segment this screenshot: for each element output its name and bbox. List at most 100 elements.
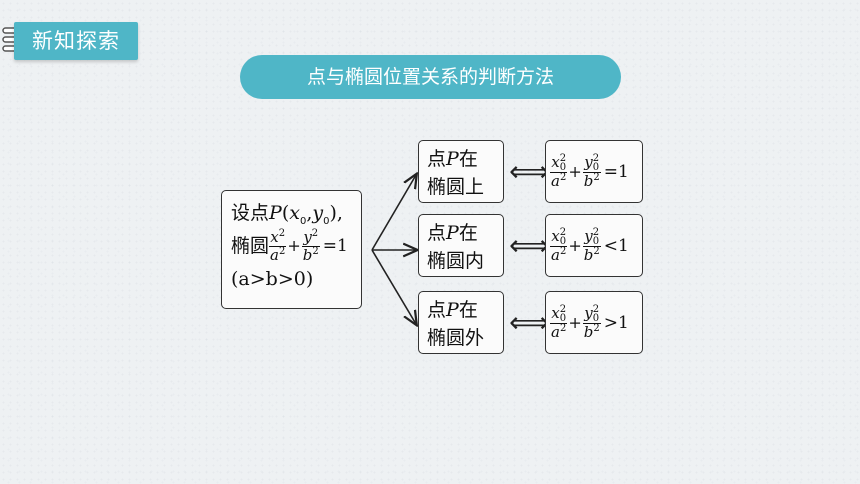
label-ellipse: 椭圆 — [231, 235, 270, 257]
frac-den-var: a — [551, 245, 560, 264]
case-line-1: 点P在 — [427, 296, 503, 324]
frac-den-sup: 2 — [278, 245, 286, 257]
frac-sup: 2 — [559, 226, 567, 238]
frac-den-sup: 2 — [593, 245, 600, 257]
frac-sup: 2 — [559, 152, 567, 164]
frac-sub: 0 — [592, 235, 600, 247]
x-sub: 0 — [299, 215, 307, 227]
frac-num-var: x — [551, 303, 560, 322]
frac-sup: 2 — [559, 303, 567, 315]
frac-den-var: b — [583, 245, 594, 264]
equivalence-icon: ⟺ — [509, 229, 550, 262]
case-box-on: 点P在椭圆上 — [418, 140, 504, 203]
case-point: P — [446, 148, 459, 170]
comma: , — [306, 202, 313, 224]
case-line-1: 点P在 — [427, 145, 503, 173]
frac-num-var: x — [551, 152, 560, 171]
case-line-2: 椭圆内 — [427, 250, 485, 272]
plus-sign: + — [287, 236, 301, 255]
frac-den-var: a — [551, 171, 560, 190]
frac-sup: 2 — [592, 226, 600, 238]
frac-sup: 2 — [592, 303, 600, 315]
title-banner: 点与椭圆位置关系的判断方法 — [240, 55, 621, 99]
y-var: y — [312, 202, 324, 224]
arrow-to-outside — [371, 249, 416, 324]
frac-sub: 0 — [592, 312, 600, 324]
frac-den-sup: 2 — [593, 322, 600, 334]
main-line-1: 设点P(x0,y0), — [231, 199, 361, 227]
frac-den-var: a — [551, 322, 560, 341]
equivalence-icon: ⟺ — [509, 155, 550, 188]
frac-den-var: a — [270, 245, 279, 264]
frac-num-var: y — [584, 226, 593, 245]
case-box-inside: 点P在椭圆内 — [418, 214, 504, 277]
frac-num-var: y — [303, 227, 312, 246]
relation-value: =1 — [603, 161, 629, 182]
relation-value: <1 — [603, 235, 629, 256]
frac-den-sup: 2 — [559, 322, 567, 334]
label-set-point: 设点 — [231, 202, 270, 224]
frac-sup: 2 — [592, 152, 600, 164]
frac-num-var: y — [584, 303, 593, 322]
arrow-to-on — [371, 175, 416, 251]
frac-num-sup: 2 — [311, 227, 319, 239]
case-pre: 点 — [427, 148, 447, 170]
equivalence-icon: ⟺ — [509, 306, 550, 339]
frac-sub: 0 — [592, 161, 600, 173]
paren-close: ), — [329, 202, 343, 224]
relation-value: >1 — [603, 312, 629, 333]
frac-den-var: b — [583, 322, 594, 341]
frac-sub: 0 — [559, 161, 567, 173]
frac-den-sup: 2 — [593, 171, 600, 183]
frac-den-sup: 2 — [559, 245, 567, 257]
plus-sign: + — [568, 236, 582, 255]
point-symbol: P — [269, 202, 282, 224]
y-sub: 0 — [323, 215, 330, 227]
main-line-3: (a>b>0) — [231, 268, 314, 290]
case-pre: 点 — [427, 299, 447, 321]
equals-one: =1 — [322, 236, 348, 256]
case-post: 在 — [458, 299, 478, 321]
case-line-2: 椭圆外 — [427, 327, 485, 349]
frac-num-var: y — [584, 152, 593, 171]
frac-num-var: x — [270, 227, 279, 246]
case-post: 在 — [458, 148, 478, 170]
frac-sub: 0 — [559, 312, 567, 324]
x-var: x — [289, 202, 300, 224]
case-post: 在 — [458, 222, 478, 244]
plus-sign: + — [568, 313, 582, 332]
case-line-2: 椭圆上 — [427, 176, 485, 198]
case-point: P — [446, 222, 459, 244]
plus-sign: + — [568, 162, 582, 181]
frac-num-var: x — [551, 226, 560, 245]
frac-num-sup: 2 — [278, 227, 286, 239]
case-point: P — [446, 299, 459, 321]
frac-den-sup: 2 — [559, 171, 567, 183]
frac-sub: 0 — [559, 235, 567, 247]
frac-den-var: b — [302, 245, 313, 264]
case-line-1: 点P在 — [427, 219, 503, 247]
section-tag: 新知探索 — [14, 22, 138, 60]
